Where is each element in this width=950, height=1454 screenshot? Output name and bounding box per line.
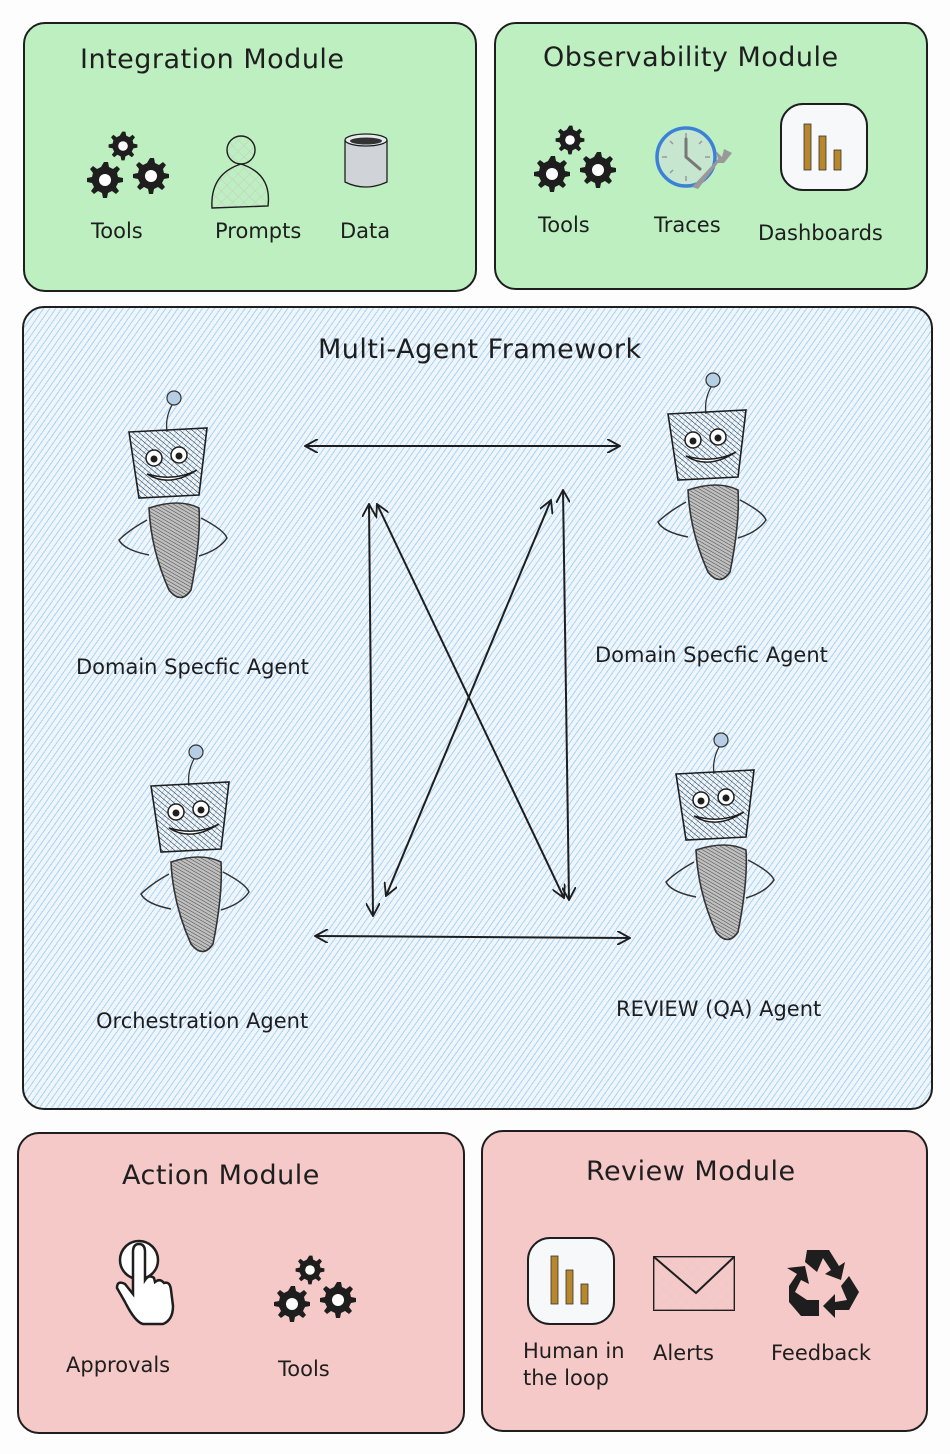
person-icon [210,134,272,218]
action-approvals-label: Approvals [66,1353,171,1377]
arrow-diagonal-down [377,504,564,898]
agent-label-domain-right: Domain Specfic Agent [595,643,828,667]
observability-module-title: Observability Module [543,42,839,73]
action-module: Action Module Approvals Tools [17,1132,465,1434]
review-feedback-label: Feedback [771,1341,872,1365]
envelope-icon [653,1256,737,1316]
integration-module-title: Integration Module [80,44,345,75]
review-alerts-label: Alerts [653,1341,714,1365]
agent-label-orchestration: Orchestration Agent [96,1009,309,1033]
integration-tools-label: Tools [91,219,143,243]
arrow-diagonal-up [386,500,551,896]
integration-data-label: Data [340,219,391,243]
bar-chart-icon [779,102,869,196]
database-icon [343,133,389,196]
recycle-icon [783,1246,863,1330]
connection-arrows [24,308,935,1112]
agent-label-domain-left: Domain Specfic Agent [76,655,309,679]
bar-chart-icon [526,1236,616,1330]
arrow-right-vertical [563,490,569,900]
observability-tools-label: Tools [538,213,590,237]
framework-title: Multi-Agent Framework [318,334,642,365]
observability-dashboards-label: Dashboards [758,221,883,245]
arrow-left-vertical [369,504,373,916]
review-module: Review Module Human in the loop Alerts F… [481,1130,928,1432]
integration-prompts-label: Prompts [215,219,302,243]
hand-pointer-icon [111,1238,181,1332]
agent-label-review: REVIEW (QA) Agent [616,997,822,1021]
action-tools-label: Tools [278,1357,330,1381]
clock-wrench-icon [655,126,736,193]
gears-icon [272,1250,362,1334]
observability-traces-label: Traces [654,213,721,237]
observability-module: Observability Module Tools Traces Dashbo… [494,22,928,290]
review-human-in-loop-label: Human in the loop [523,1339,625,1391]
review-module-title: Review Module [586,1156,796,1187]
integration-module: Integration Module Tools Prompts Data [23,22,477,292]
action-module-title: Action Module [122,1160,320,1191]
arrow-bottom [315,936,630,938]
gears-icon [85,124,175,208]
gears-icon [532,120,622,204]
multi-agent-framework: Multi-Agent Framework Domain Specfic Age… [22,306,933,1110]
